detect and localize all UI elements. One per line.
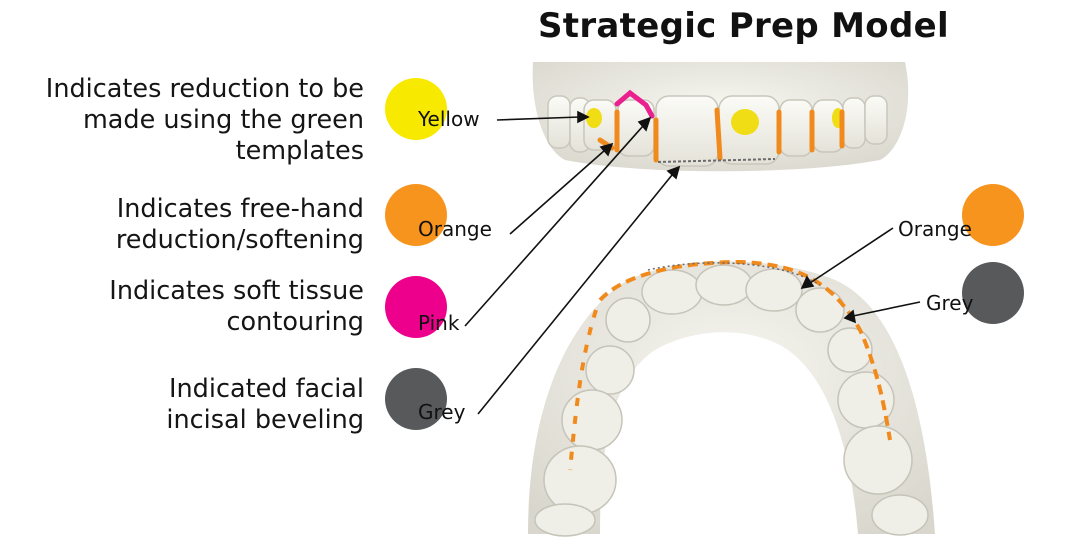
legend-grey-text: Indicated facial incisal beveling (166, 374, 364, 435)
legend-orange-swatch (385, 184, 447, 246)
legend-pink-swatch (385, 276, 447, 338)
occlusal-grey-bevel (647, 262, 821, 286)
occlusal-arch-model (528, 259, 935, 537)
tag-grey: Grey (418, 400, 466, 424)
upper-pink-mark (614, 89, 655, 119)
occlusal-orange-left (568, 309, 598, 471)
right-orange-swatch (962, 184, 1024, 246)
legend-yellow-swatch (385, 78, 447, 140)
legend-pink-text: Indicates soft tissue contouring (109, 276, 364, 337)
tag-orange: Orange (418, 217, 492, 241)
legend-orange-text: Indicates free-hand reduction/softening (115, 194, 364, 255)
right-tag-grey: Grey (926, 291, 974, 315)
legend-yellow-text: Indicates reduction to be made using the… (45, 74, 364, 166)
diagram-title: Strategic Prep Model (538, 6, 949, 46)
occlusal-teeth (534, 264, 929, 537)
upper-grey-bevel (657, 158, 776, 163)
tag-yellow: Yellow (418, 107, 480, 131)
leader-arrows (464, 110, 921, 415)
upper-orange-marks (597, 107, 845, 163)
occlusal-orange-margin (598, 259, 892, 441)
right-grey-swatch (962, 262, 1024, 324)
legend-grey-swatch (385, 368, 447, 430)
right-tag-orange: Orange (898, 217, 972, 241)
tag-pink: Pink (418, 311, 460, 335)
